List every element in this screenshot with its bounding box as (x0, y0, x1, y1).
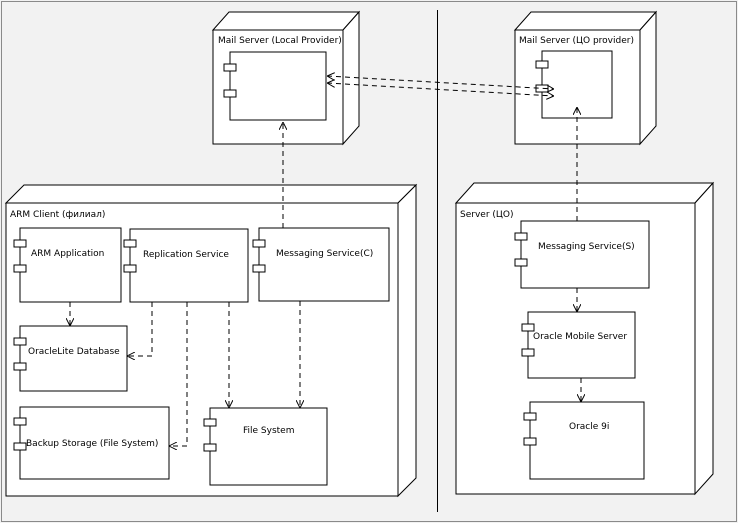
node-mail-server-local[interactable]: Mail Server (Local Provider) (211, 10, 361, 146)
node-label-mail-co: Mail Server (ЦО provider) (519, 36, 634, 46)
node-mail-server-co[interactable]: Mail Server (ЦО provider) (513, 10, 658, 146)
dependency-mail-co-to-mail-local (327, 83, 554, 96)
component-mail-co[interactable] (535, 50, 613, 119)
component-arm-application[interactable]: ARM Application (13, 227, 122, 303)
dependency-replication-to-oraclelite (127, 302, 153, 356)
component-oracle-mobile-server[interactable]: Oracle Mobile Server (521, 311, 636, 379)
label-messaging-service-c: Messaging Service(C) (276, 249, 373, 259)
label-file-system: File System (243, 426, 294, 436)
node-label-server-co: Server (ЦО) (460, 210, 513, 220)
dependency-replication-to-backup (169, 302, 188, 446)
component-messaging-service-s[interactable]: Messaging Service(S) (514, 220, 650, 289)
label-backup-storage: Backup Storage (File System) (26, 439, 158, 449)
component-mail-local[interactable] (223, 51, 327, 121)
node-label-arm-client: ARM Client (филиал) (10, 210, 105, 220)
label-messaging-service-s: Messaging Service(S) (538, 242, 635, 252)
label-oraclelite-database: OracleLite Database (28, 347, 120, 357)
label-oracle-9i: Oracle 9i (569, 422, 609, 432)
label-arm-application: ARM Application (31, 249, 104, 259)
node-label-mail-local: Mail Server (Local Provider) (218, 36, 342, 46)
component-file-system[interactable]: File System (203, 407, 328, 486)
component-replication-service[interactable]: Replication Service (123, 228, 249, 303)
component-oraclelite-database[interactable]: OracleLite Database (13, 325, 128, 392)
component-messaging-service-c[interactable]: Messaging Service(C) (252, 227, 390, 302)
label-oracle-mobile-server: Oracle Mobile Server (533, 332, 627, 342)
label-replication-service: Replication Service (143, 250, 229, 260)
component-backup-storage[interactable]: Backup Storage (File System) (13, 406, 170, 480)
component-oracle-9i[interactable]: Oracle 9i (523, 401, 645, 480)
